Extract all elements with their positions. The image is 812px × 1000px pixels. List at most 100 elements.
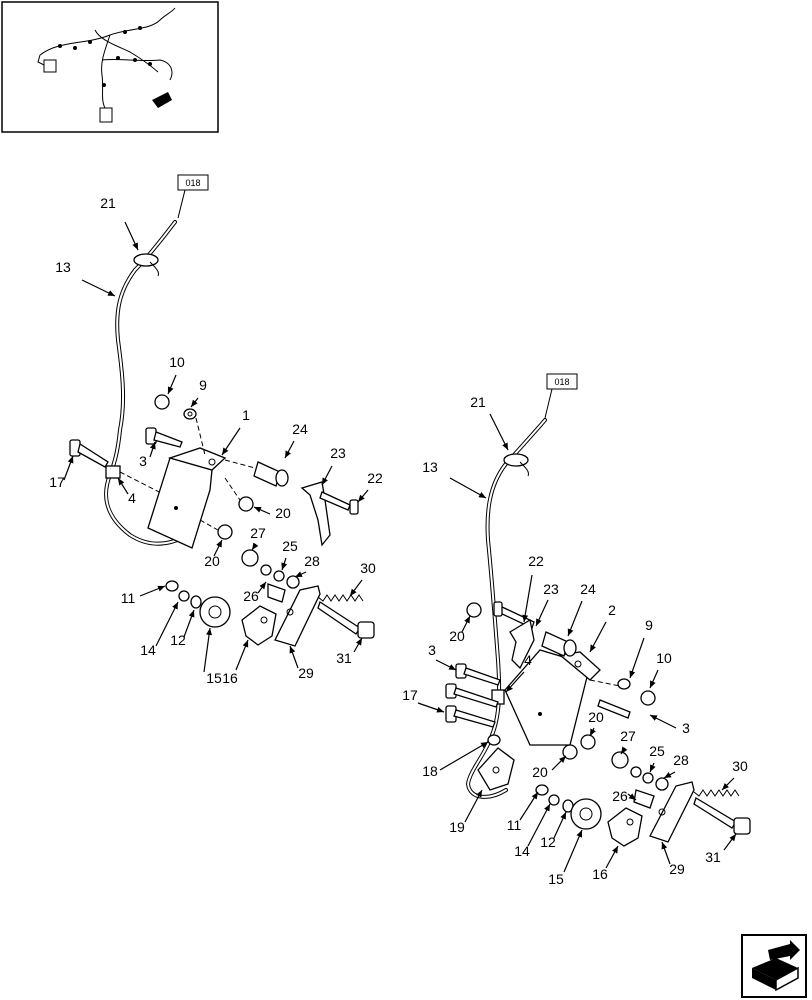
right-callout-24[interactable]: 24 (580, 581, 596, 597)
left-leader-23 (321, 465, 333, 486)
left-callout-30[interactable]: 30 (360, 560, 376, 576)
right-leader-30 (721, 777, 735, 791)
right-callout-22[interactable]: 22 (528, 553, 544, 569)
right-callout-20[interactable]: 20 (532, 764, 548, 780)
left-leader-4 (117, 477, 129, 495)
left-callout-16[interactable]: 16 (222, 670, 238, 686)
right-callout-30[interactable]: 30 (732, 758, 748, 774)
left-callout-27[interactable]: 27 (250, 525, 266, 541)
left-leader-13 (81, 279, 116, 297)
right-leader-22 (522, 574, 533, 623)
right-callout-9[interactable]: 9 (645, 617, 653, 633)
left-callout-28[interactable]: 28 (304, 553, 320, 569)
right-leader-25 (649, 762, 656, 773)
right-leader-16 (605, 845, 619, 869)
right-callout-11[interactable]: 11 (507, 817, 522, 833)
left-leader-15 (203, 627, 213, 673)
right-leader-4 (505, 671, 525, 693)
right-callout-4[interactable]: 4 (524, 652, 532, 668)
right-callout-17[interactable]: 17 (402, 687, 418, 703)
left-callout-3[interactable]: 3 (139, 453, 147, 469)
right-callout-18[interactable]: 18 (422, 763, 438, 779)
right-leader-18 (439, 741, 489, 771)
left-callout-9[interactable]: 9 (199, 377, 207, 393)
left-leader-21 (124, 221, 139, 251)
left-leader-20 (213, 539, 223, 557)
right-callout-26[interactable]: 26 (612, 788, 628, 804)
right-leader-11 (519, 791, 539, 821)
left-callout-10[interactable]: 10 (169, 354, 185, 370)
right-callout-16[interactable]: 16 (592, 866, 608, 882)
ref-label-left: 018 (185, 178, 200, 188)
left-callout-22[interactable]: 22 (367, 470, 383, 486)
right-leader-20 (461, 615, 471, 633)
left-assembly: 018 (69, 174, 375, 647)
right-leader-3 (435, 659, 457, 671)
right-leader-28 (663, 771, 676, 779)
right-callout-25[interactable]: 25 (649, 743, 665, 759)
left-callout-26[interactable]: 26 (243, 588, 259, 604)
left-leader-22 (357, 489, 369, 503)
right-callout-2[interactable]: 2 (608, 602, 616, 618)
left-leader-17 (63, 455, 74, 481)
left-callout-25[interactable]: 25 (282, 538, 298, 554)
right-leader-24 (567, 600, 583, 637)
right-leader-2 (589, 621, 607, 653)
left-callout-1[interactable]: 1 (242, 407, 250, 423)
left-leader-3 (149, 441, 156, 458)
left-callout-24[interactable]: 24 (292, 421, 308, 437)
right-callout-31[interactable]: 31 (705, 849, 721, 865)
left-callout-15[interactable]: 15 (206, 670, 222, 686)
right-callout-3[interactable]: 3 (682, 720, 690, 736)
left-callout-17[interactable]: 17 (49, 474, 65, 490)
right-leader-20 (551, 755, 567, 771)
left-leader-24 (284, 440, 295, 459)
right-callout-14[interactable]: 14 (514, 843, 530, 859)
left-callout-29[interactable]: 29 (298, 665, 314, 681)
right-leader-23 (535, 599, 549, 627)
next-page-button[interactable] (741, 934, 807, 998)
ref-box-right[interactable] (546, 373, 578, 390)
left-leader-25 (281, 557, 288, 571)
right-callout-20[interactable]: 20 (588, 709, 604, 725)
left-leader-16 (235, 639, 249, 671)
right-callout-20[interactable]: 20 (449, 628, 465, 644)
left-leader-31 (353, 637, 363, 653)
left-callout-11[interactable]: 11 (121, 590, 136, 606)
right-leader-15 (563, 829, 583, 873)
right-callout-3[interactable]: 3 (428, 642, 436, 658)
right-leader-21 (489, 413, 509, 451)
right-callout-13[interactable]: 13 (422, 459, 438, 475)
ref-box-left[interactable] (177, 174, 209, 191)
left-callout-13[interactable]: 13 (55, 259, 71, 275)
right-leader-19 (464, 789, 483, 823)
right-callout-12[interactable]: 12 (540, 834, 556, 850)
right-callout-19[interactable]: 19 (449, 819, 465, 835)
right-leader-13 (449, 477, 487, 499)
highlight-part (152, 92, 172, 108)
harness-overview-icon (37, 7, 176, 123)
right-leader-29 (661, 841, 671, 865)
left-callout-31[interactable]: 31 (336, 650, 352, 666)
right-callout-10[interactable]: 10 (656, 650, 672, 666)
left-callout-21[interactable]: 21 (100, 195, 116, 211)
right-callout-21[interactable]: 21 (470, 394, 486, 410)
right-callout-28[interactable]: 28 (673, 752, 689, 768)
left-callout-4[interactable]: 4 (128, 490, 136, 506)
left-callout-23[interactable]: 23 (330, 445, 346, 461)
left-callout-20[interactable]: 20 (275, 505, 291, 521)
left-leader-11 (139, 585, 166, 597)
right-callout-23[interactable]: 23 (543, 581, 559, 597)
left-callout-14[interactable]: 14 (140, 642, 156, 658)
right-callout-27[interactable]: 27 (620, 728, 636, 744)
left-leader-14 (155, 601, 179, 647)
right-callout-29[interactable]: 29 (669, 861, 685, 877)
left-leader-10 (167, 374, 177, 395)
left-leader-12 (183, 609, 195, 638)
left-leader-1 (221, 427, 241, 456)
right-leader-26 (627, 793, 637, 801)
left-callout-20[interactable]: 20 (204, 553, 220, 569)
right-callout-15[interactable]: 15 (548, 871, 564, 887)
left-callout-12[interactable]: 12 (170, 632, 186, 648)
